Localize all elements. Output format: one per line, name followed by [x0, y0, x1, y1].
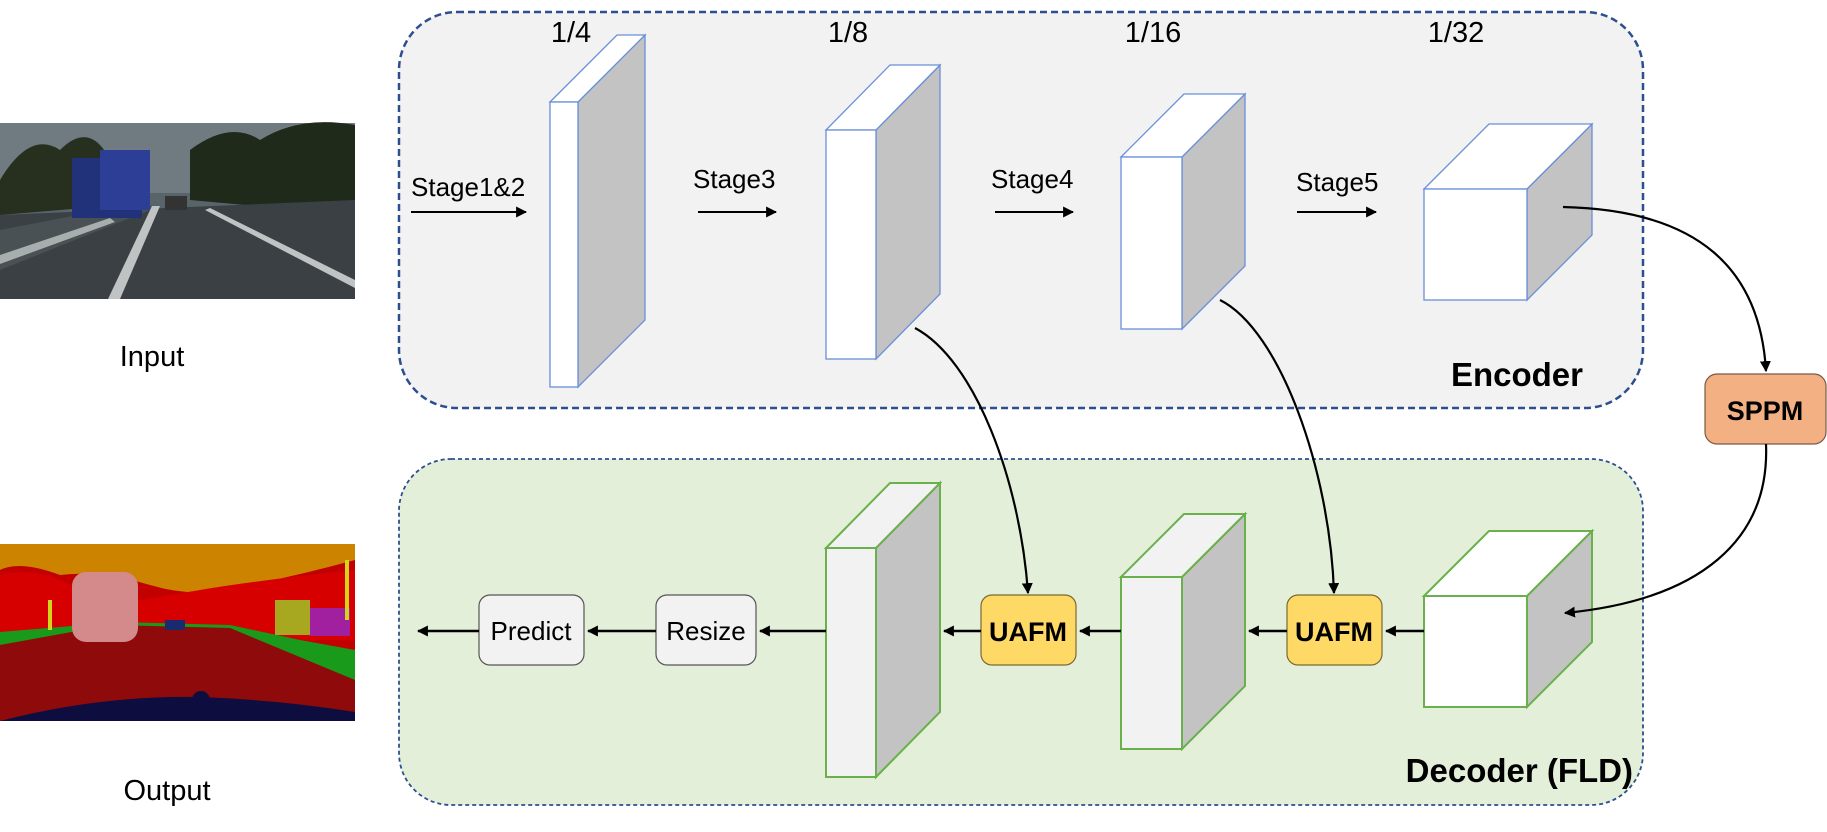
arrow-sppm-to-decoder — [1563, 443, 1768, 618]
resize-label: Resize — [666, 616, 745, 646]
decoder-title: Decoder (FLD) — [1406, 752, 1633, 789]
input-image — [0, 122, 355, 299]
stage-label-4: Stage4 — [991, 164, 1073, 194]
scale-label-1-4: 1/4 — [551, 17, 591, 49]
skip-connection-1-8 — [914, 327, 1033, 595]
output-segmentation-image — [0, 544, 355, 721]
stage-label-3: Stage3 — [693, 164, 775, 194]
encoder-feature-1-16 — [1119, 92, 1247, 331]
skip-connection-1-16 — [1219, 299, 1340, 595]
sppm-label: SPPM — [1727, 396, 1804, 426]
encoder-feature-1-32 — [1422, 122, 1594, 302]
input-label: Input — [120, 341, 185, 373]
output-label: Output — [123, 775, 210, 807]
stage-label-1-2: Stage1&2 — [411, 172, 525, 202]
decoder-feature-1-32 — [1421, 528, 1595, 710]
encoder-feature-1-8 — [824, 63, 942, 361]
uafm-label-right: UAFM — [1295, 617, 1373, 647]
scale-label-1-32: 1/32 — [1428, 17, 1484, 49]
decoder-feature-1-16 — [1118, 511, 1248, 752]
encoder-title: Encoder — [1451, 356, 1583, 393]
scale-label-1-16: 1/16 — [1125, 17, 1181, 49]
stage-label-5: Stage5 — [1296, 167, 1378, 197]
scale-label-1-8: 1/8 — [828, 17, 868, 49]
decoder-feature-1-8 — [823, 480, 943, 780]
encoder-feature-1-4 — [548, 33, 647, 389]
arrow-encoder-to-sppm — [1562, 205, 1771, 373]
uafm-label-left: UAFM — [989, 617, 1067, 647]
sppm-block — [1704, 373, 1827, 445]
predict-label: Predict — [491, 616, 573, 646]
encoder-region — [397, 10, 1645, 410]
